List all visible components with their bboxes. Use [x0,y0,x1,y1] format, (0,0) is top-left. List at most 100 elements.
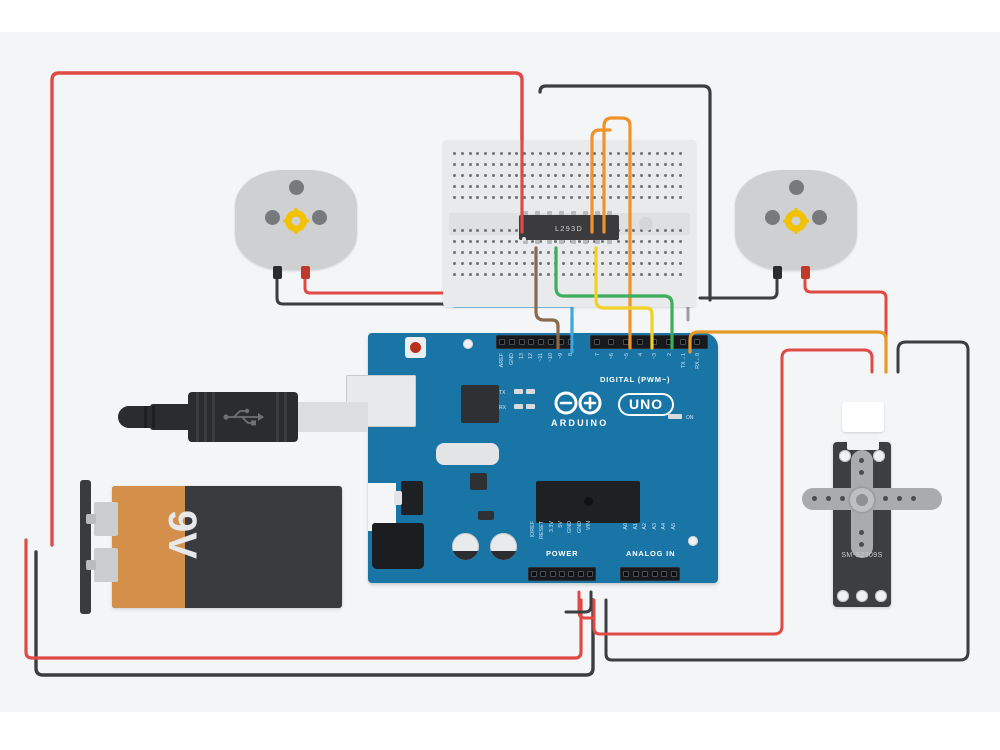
breadboard-hole[interactable] [601,273,605,276]
breadboard-hole[interactable] [492,196,495,199]
breadboard-hole[interactable] [679,196,683,199]
breadboard-hole[interactable] [663,229,667,232]
power-header[interactable] [528,567,596,581]
breadboard-hole[interactable] [601,251,605,254]
breadboard-hole[interactable] [460,229,464,232]
breadboard-hole[interactable] [632,251,636,254]
breadboard-hole[interactable] [577,240,581,243]
breadboard-hole[interactable] [538,240,542,243]
chip-pin[interactable] [523,211,528,217]
breadboard-hole[interactable] [655,174,659,177]
breadboard-hole[interactable] [484,229,488,232]
breadboard-hole[interactable] [577,163,581,166]
breadboard-hole[interactable] [460,262,464,265]
breadboard-hole[interactable] [570,251,573,254]
breadboard-hole[interactable] [562,196,566,199]
header-pin-reset[interactable] [540,571,547,577]
breadboard-hole[interactable] [585,185,589,188]
breadboard-hole[interactable] [679,185,683,188]
breadboard-hole[interactable] [484,262,488,265]
breadboard-hole[interactable] [538,251,542,254]
header-pin-11[interactable] [538,339,545,345]
breadboard-hole[interactable] [507,196,511,199]
breadboard-hole[interactable] [507,262,511,265]
breadboard-hole[interactable] [616,251,620,254]
breadboard-hole[interactable] [562,251,566,254]
breadboard-hole[interactable] [601,262,605,265]
breadboard-hole[interactable] [453,262,456,265]
breadboard-hole[interactable] [562,174,566,177]
breadboard-hole[interactable] [616,240,620,243]
breadboard-hole[interactable] [616,196,620,199]
header-pin-gnd[interactable] [508,339,515,345]
chip-pin[interactable] [559,211,564,217]
breadboard-hole[interactable] [453,240,456,243]
breadboard-hole[interactable] [577,251,581,254]
breadboard-hole[interactable] [523,174,527,177]
battery-9v[interactable]: 9V [72,470,342,620]
breadboard-hole[interactable] [609,185,612,188]
breadboard-hole[interactable] [640,273,644,276]
breadboard-hole[interactable] [624,185,628,188]
breadboard-hole[interactable] [585,163,589,166]
header-pin-5v[interactable] [558,571,565,577]
breadboard-hole[interactable] [632,273,636,276]
breadboard-hole[interactable] [632,262,636,265]
breadboard-hole[interactable] [624,251,628,254]
breadboard-hole[interactable] [507,163,511,166]
chip-pin[interactable] [571,238,576,244]
breadboard-hole[interactable] [538,174,542,177]
breadboard-hole[interactable] [476,240,480,243]
breadboard-hole[interactable] [460,185,464,188]
breadboard-hole[interactable] [655,251,659,254]
breadboard-hole[interactable] [640,163,644,166]
header-pin-13[interactable] [518,339,525,345]
breadboard-hole[interactable] [663,174,667,177]
chip-pin[interactable] [607,238,612,244]
breadboard-hole[interactable] [460,196,464,199]
breadboard-hole[interactable] [648,196,651,199]
servo-output-hub[interactable] [848,486,876,514]
breadboard-hole[interactable] [499,163,503,166]
breadboard-hole[interactable] [679,251,683,254]
breadboard-hole[interactable] [554,240,558,243]
chip-pin[interactable] [595,211,600,217]
breadboard-hole[interactable] [546,262,550,265]
breadboard-hole[interactable] [663,262,667,265]
breadboard-hole[interactable] [531,196,534,199]
breadboard-hole[interactable] [515,196,519,199]
breadboard-hole[interactable] [531,240,534,243]
header-pin-2[interactable] [665,339,672,345]
breadboard-hole[interactable] [585,262,589,265]
servo-motor[interactable]: SM-S2309S [802,370,942,620]
breadboard-hole[interactable] [577,152,581,155]
breadboard-hole[interactable] [554,163,558,166]
breadboard-hole[interactable] [632,229,636,232]
breadboard-hole[interactable] [460,174,464,177]
breadboard-hole[interactable] [499,174,503,177]
breadboard-hole[interactable] [523,196,527,199]
breadboard-hole[interactable] [531,163,534,166]
digital-header-left[interactable] [496,335,574,349]
breadboard-hole[interactable] [546,152,550,155]
chip-pin[interactable] [607,211,612,217]
breadboard-hole[interactable] [546,163,550,166]
breadboard-hole[interactable] [523,273,527,276]
breadboard-hole[interactable] [616,174,620,177]
breadboard-hole[interactable] [476,273,480,276]
breadboard-hole[interactable] [655,240,659,243]
breadboard-hole[interactable] [609,163,612,166]
breadboard-hole[interactable] [663,251,667,254]
dc-motor-right[interactable] [735,170,857,282]
header-pin-gnd[interactable] [568,571,575,577]
breadboard-hole[interactable] [585,273,589,276]
breadboard-hole[interactable] [476,251,480,254]
breadboard-hole[interactable] [460,163,464,166]
breadboard-hole[interactable] [554,185,558,188]
breadboard-hole[interactable] [593,196,597,199]
breadboard-hole[interactable] [546,174,550,177]
header-pin-10[interactable] [548,339,554,345]
header-pin-7[interactable] [594,339,600,345]
header-pin-a4[interactable] [661,571,667,577]
